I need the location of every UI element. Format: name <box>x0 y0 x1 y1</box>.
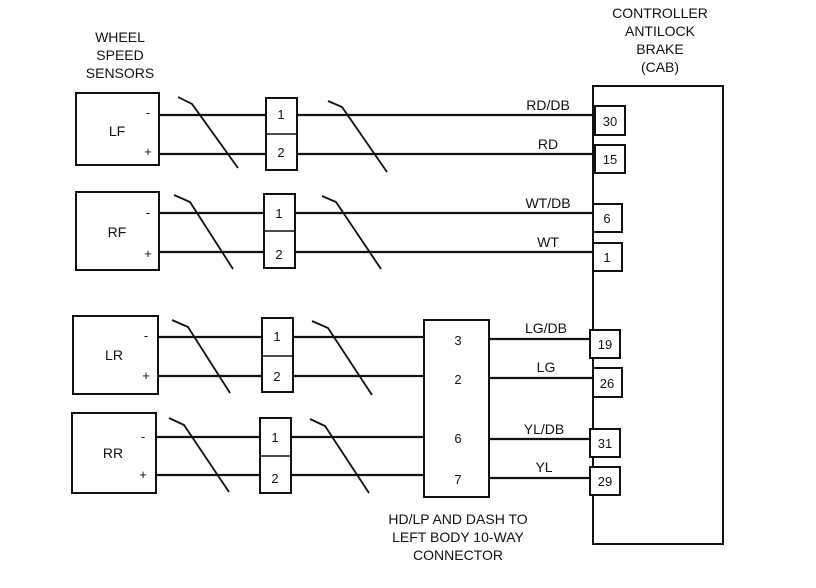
sensor-minus-lf: - <box>146 105 150 120</box>
sensors-title-line-3: SENSORS <box>86 65 154 81</box>
sensor-label-rr: RR <box>103 445 123 461</box>
cab-pin-box-30 <box>594 105 626 136</box>
controller-title-line-3: BRAKE <box>636 41 683 57</box>
inline-connector-rf-pin2: 2 <box>275 247 282 262</box>
cab-pin-box-15 <box>594 144 626 174</box>
wire-label-lg: LG <box>537 359 556 375</box>
cab-pin-box-31 <box>589 428 621 458</box>
cab-pin-29: 29 <box>598 474 612 489</box>
sensor-box-lf <box>75 92 160 166</box>
twist-mark-lr-2 <box>311 320 373 396</box>
wire-label-wt: WT <box>537 234 559 250</box>
cab-pin-box-29 <box>589 466 621 496</box>
wire-label-wt-db: WT/DB <box>525 195 570 211</box>
inline-connector-lr-pin2: 2 <box>273 369 280 384</box>
sensor-minus-rf: - <box>146 205 150 220</box>
inline-connector-lf-pin2: 2 <box>277 145 284 160</box>
cab-pin-6: 6 <box>603 211 610 226</box>
cab-pin-26: 26 <box>600 376 614 391</box>
twist-mark-lf-2 <box>327 100 388 173</box>
ten-way-caption-line-2: LEFT BODY 10-WAY <box>392 529 524 545</box>
cab-pin-box-6 <box>592 203 623 233</box>
sensor-minus-rr: - <box>141 429 145 444</box>
wire-label-rd: RD <box>538 136 558 152</box>
ten-way-connector <box>423 319 490 498</box>
ten-way-caption-line-1: HD/LP AND DASH TO <box>388 511 527 527</box>
wire-label-lg-db: LG/DB <box>525 320 567 336</box>
inline-connector-rr-pin2: 2 <box>271 471 278 486</box>
cab-pin-1: 1 <box>603 250 610 265</box>
wire-label-rd-db: RD/DB <box>526 97 570 113</box>
wire-label-yl-db: YL/DB <box>524 421 564 437</box>
sensor-label-rf: RF <box>108 224 127 240</box>
inline-connector-lr-pin1: 1 <box>273 329 280 344</box>
cab-pin-box-1 <box>592 242 623 272</box>
sensor-plus-rf: + <box>144 246 152 261</box>
inline-connector-rr-pin1: 1 <box>271 430 278 445</box>
controller-title-line-2: ANTILOCK <box>625 23 696 39</box>
cab-pin-30: 30 <box>603 114 617 129</box>
twist-mark-rr-1 <box>168 417 230 493</box>
ten-way-pin-2: 2 <box>454 372 461 387</box>
sensor-minus-lr: - <box>144 328 148 343</box>
cab-pin-19: 19 <box>598 337 612 352</box>
twist-mark-rf-2 <box>321 195 382 270</box>
controller-title-line-1: CONTROLLER <box>612 5 708 21</box>
twist-mark-rr-2 <box>309 418 370 494</box>
sensor-box-rr <box>71 412 157 494</box>
ten-way-caption-line-3: CONNECTOR <box>413 547 503 563</box>
sensor-plus-lf: + <box>144 144 152 159</box>
twist-mark-rf-1 <box>173 194 234 270</box>
cab-pin-box-26 <box>592 367 623 398</box>
twist-mark-lr-1 <box>171 319 231 394</box>
sensors-title-line-1: WHEEL <box>95 29 145 45</box>
inline-connector-rf-pin1: 1 <box>275 206 282 221</box>
controller-title-line-4: (CAB) <box>641 59 679 75</box>
sensor-label-lr: LR <box>105 347 123 363</box>
wire-label-yl: YL <box>535 459 552 475</box>
sensor-box-rf <box>75 191 160 271</box>
inline-connector-lf-pin1: 1 <box>277 107 284 122</box>
cab-pin-15: 15 <box>603 152 617 167</box>
sensor-label-lf: LF <box>109 123 125 139</box>
ten-way-pin-1: 3 <box>454 333 461 348</box>
sensor-box-lr <box>72 315 159 395</box>
ten-way-pin-3: 6 <box>454 431 461 446</box>
sensors-title-line-2: SPEED <box>96 47 143 63</box>
cab-pin-31: 31 <box>598 436 612 451</box>
inline-connector-lr <box>261 317 294 393</box>
sensor-plus-lr: + <box>142 368 150 383</box>
cab-pin-box-19 <box>589 329 621 359</box>
twist-mark-lf-1 <box>177 96 239 169</box>
sensor-plus-rr: + <box>139 467 147 482</box>
ten-way-pin-4: 7 <box>454 472 461 487</box>
